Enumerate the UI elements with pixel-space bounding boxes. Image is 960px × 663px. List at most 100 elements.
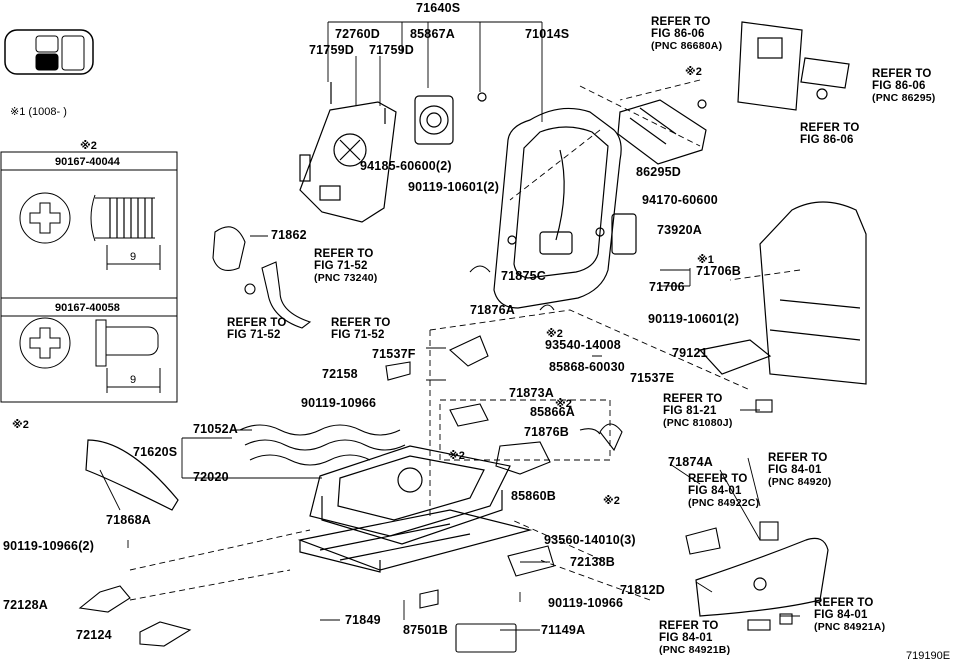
part-label[interactable]: 72158	[322, 367, 358, 381]
seatback-frame	[493, 107, 622, 309]
part-label[interactable]: 72020	[193, 470, 229, 484]
part-label[interactable]: 71640S	[416, 1, 461, 15]
part-label[interactable]: 72124	[76, 628, 112, 642]
part-label[interactable]: 86295D	[636, 165, 681, 179]
part-label[interactable]: 94170-60600	[642, 193, 718, 207]
reference-note[interactable]: REFER TO FIG 86-06 (PNC 86680A)	[651, 16, 722, 52]
reference-note[interactable]: REFER TO FIG 84-01 (PNC 84921B)	[659, 620, 730, 656]
part-label[interactable]: 90119-10966	[548, 596, 624, 610]
legend-part-number: 90167-40044	[55, 156, 120, 168]
part-label[interactable]: 71849	[345, 613, 381, 627]
seat-spring	[239, 424, 406, 466]
legend-part-number: 90167-40058	[55, 302, 120, 314]
marker: ※2	[12, 419, 29, 431]
reference-line: FIG 84-01	[659, 632, 713, 644]
part-label[interactable]: 90119-10601(2)	[648, 312, 740, 326]
reference-line: REFER TO	[872, 68, 932, 80]
part-label[interactable]: 71537F	[372, 347, 416, 361]
part-label[interactable]: 71706	[649, 280, 685, 294]
part-label[interactable]: 71537E	[630, 371, 675, 385]
part-label[interactable]: 94185-60600(2)	[360, 159, 452, 173]
reference-pnc: (PNC 86295)	[872, 92, 936, 104]
part-label[interactable]: 71620S	[133, 445, 178, 459]
reference-pnc: (PNC 86680A)	[651, 40, 723, 52]
reference-line: REFER TO	[651, 16, 711, 28]
part-label[interactable]: 71862	[271, 228, 307, 242]
reference-note[interactable]: REFER TO FIG 84-01 (PNC 84921A)	[814, 597, 885, 633]
applicability-note: ※1 (1008- )	[10, 106, 67, 118]
reference-line: REFER TO	[688, 473, 748, 485]
part-label[interactable]: 87501B	[403, 623, 448, 637]
part-label[interactable]: 90119-10601(2)	[408, 180, 500, 194]
marker: ※2	[555, 398, 572, 410]
part-label[interactable]: 85867A	[410, 27, 455, 41]
reference-line: FIG 86-06	[651, 28, 705, 40]
part-label[interactable]: 71759D	[369, 43, 414, 57]
reference-line: FIG 84-01	[768, 464, 822, 476]
marker: ※2	[448, 450, 465, 462]
reference-pnc: (PNC 84921B)	[659, 644, 731, 656]
marker: ※2	[685, 66, 702, 78]
part-label[interactable]: 71873A	[509, 386, 554, 400]
reference-note[interactable]: REFER TO FIG 84-01 (PNC 84920)	[768, 452, 831, 488]
reference-line: FIG 86-06	[800, 134, 854, 146]
part-label[interactable]: 73920A	[657, 223, 702, 237]
part-label[interactable]: 71759D	[309, 43, 354, 57]
part-label[interactable]: 71014S	[525, 27, 570, 41]
seatback-top-cover	[617, 99, 707, 165]
reference-note[interactable]: REFER TO FIG 81-21 (PNC 81080J)	[663, 393, 733, 429]
part-label[interactable]: 71868A	[106, 513, 151, 527]
legend-dimension: 9	[130, 251, 137, 263]
part-label[interactable]: 79121	[672, 346, 708, 360]
marker: ※2	[603, 495, 620, 507]
part-label[interactable]: 85866A	[530, 405, 575, 419]
reference-line: FIG 81-21	[663, 405, 717, 417]
part-label[interactable]: 72138B	[570, 555, 615, 569]
reference-line: FIG 71-52	[314, 260, 368, 272]
part-label[interactable]: 71876A	[470, 303, 515, 317]
part-label[interactable]: 85868-60030	[549, 360, 625, 374]
reference-line: REFER TO	[800, 122, 860, 134]
reference-line: REFER TO	[663, 393, 723, 405]
part-label[interactable]: 93540-14008	[545, 338, 621, 352]
part-label[interactable]: 72760D	[335, 27, 380, 41]
legend-box	[0, 151, 178, 403]
reference-line: REFER TO	[314, 248, 374, 260]
part-label[interactable]: 90119-10966(2)	[3, 539, 95, 553]
part-label[interactable]: 71876B	[524, 425, 569, 439]
reference-line: REFER TO	[768, 452, 828, 464]
reference-note[interactable]: REFER TO FIG 71-52 (PNC 73240)	[314, 248, 377, 284]
reference-line: FIG 71-52	[331, 329, 385, 341]
reference-note[interactable]: REFER TO FIG 86-06 (PNC 86295)	[872, 68, 935, 104]
legend-dimension: 9	[130, 374, 137, 386]
part-label[interactable]: 71874A	[668, 455, 713, 469]
part-label[interactable]: 71875C	[501, 269, 546, 283]
reference-note[interactable]: REFER TO FIG 71-52	[331, 317, 391, 341]
part-label[interactable]: 90119-10966	[301, 396, 377, 410]
assembly-dashed-lines	[129, 79, 801, 601]
part-label[interactable]: 71149A	[541, 623, 586, 637]
part-label[interactable]: 71052A	[193, 422, 238, 436]
leader-lines	[99, 21, 800, 631]
cushion-side-trim	[85, 439, 179, 511]
seatback-board	[737, 21, 850, 111]
reference-pnc: (PNC 84922C)	[688, 497, 760, 509]
reference-note[interactable]: REFER TO FIG 71-52	[227, 317, 287, 341]
reference-line: FIG 84-01	[814, 609, 868, 621]
part-label[interactable]: 93560-14010(3)	[544, 533, 636, 547]
diagram-code: 719190E	[906, 650, 951, 662]
reference-line: FIG 84-01	[688, 485, 742, 497]
reference-line: REFER TO	[814, 597, 874, 609]
lumbar-support	[414, 92, 487, 145]
reference-pnc: (PNC 84921A)	[814, 621, 886, 633]
seat-cushion-frame	[309, 445, 511, 545]
part-label[interactable]: 85860B	[511, 489, 556, 503]
reference-note[interactable]: REFER TO FIG 84-01 (PNC 84922C)	[688, 473, 759, 509]
reference-note[interactable]: REFER TO FIG 86-06	[800, 122, 860, 146]
reference-line: REFER TO	[659, 620, 719, 632]
part-label[interactable]: 71812D	[620, 583, 665, 597]
part-label[interactable]: 72128A	[3, 598, 48, 612]
legend-marker: ※2	[80, 140, 97, 152]
part-label[interactable]: 71706B	[696, 264, 741, 278]
small-parts	[78, 226, 793, 653]
